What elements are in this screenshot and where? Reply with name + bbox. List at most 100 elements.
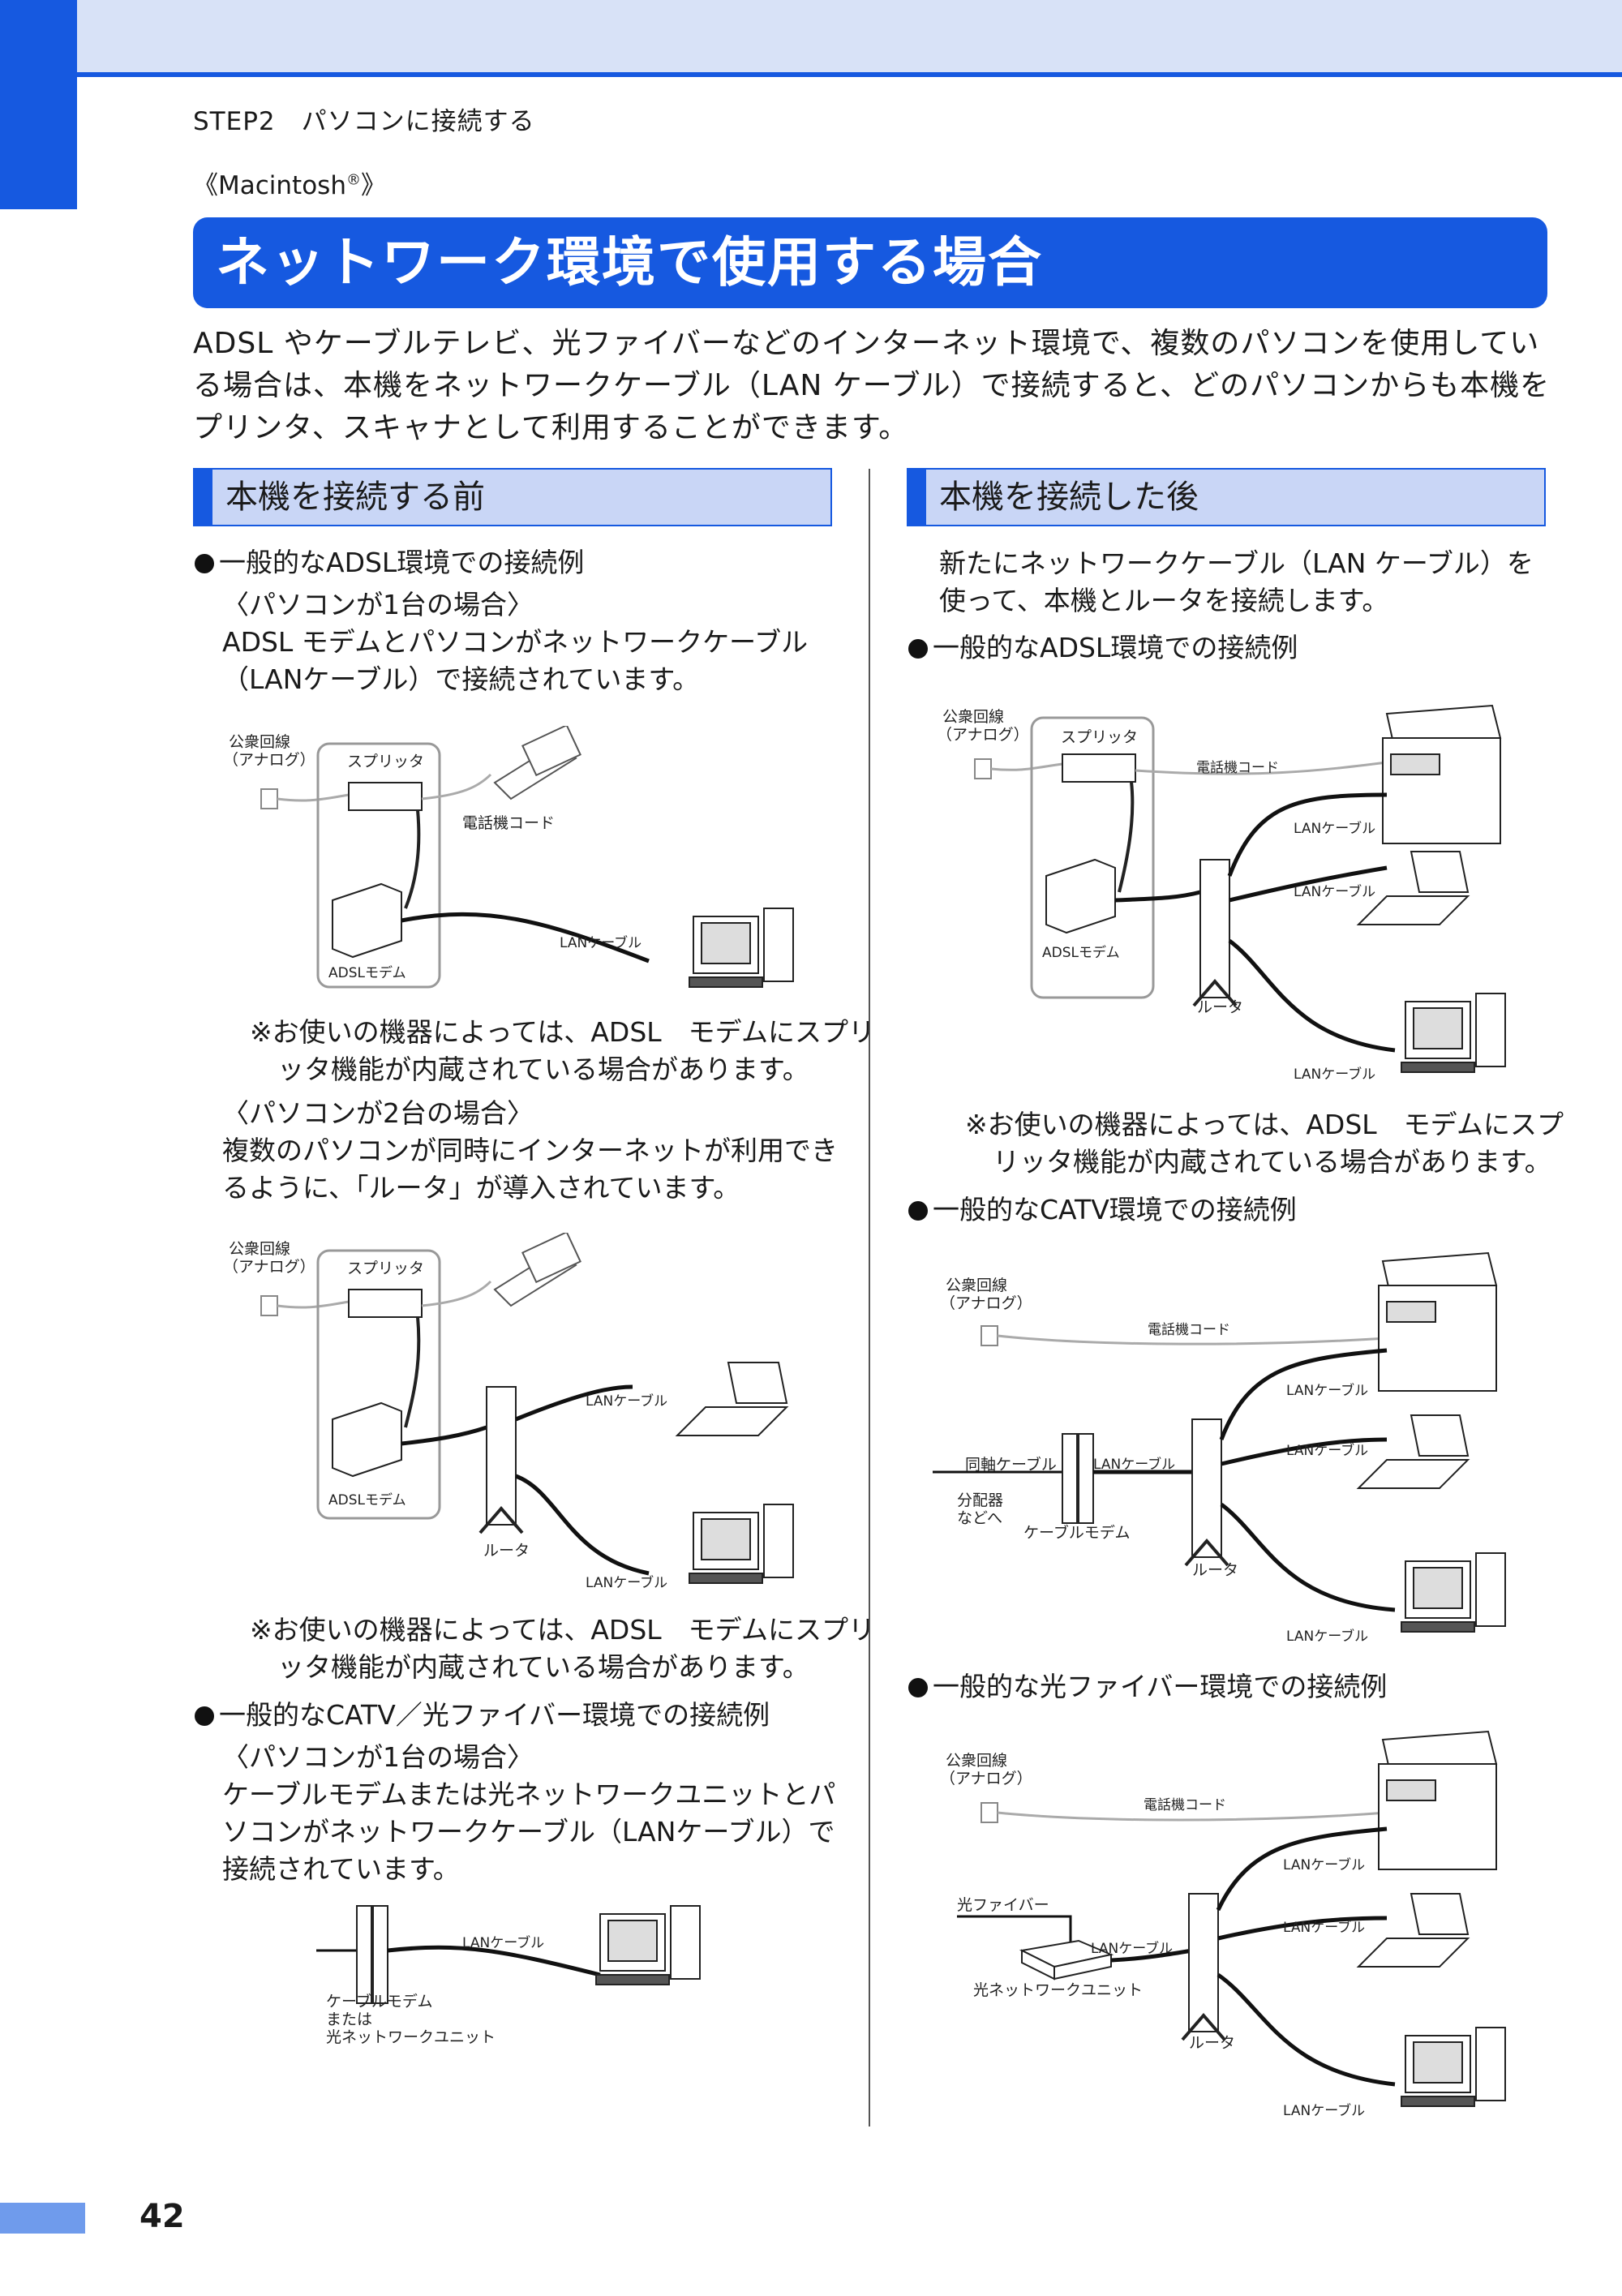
label-lan-cable: LANケーブル xyxy=(560,934,642,951)
bullet-icon xyxy=(195,1706,214,1726)
label-lan-cable: LANケーブル xyxy=(1093,1456,1175,1473)
bullet-heading: 一般的なADSL環境での接続例 xyxy=(908,630,1557,666)
diagram-adsl-one-pc: 公衆回線 （アナログ） スプリッタ 電話機コード ADSLモデム LANケーブル xyxy=(223,726,794,989)
splitter-icon xyxy=(348,782,423,811)
case-description: ADSL モデムとパソコンがネットワークケーブル（LANケーブル）で接続されてい… xyxy=(222,626,809,695)
label-public-line: 公衆回線 xyxy=(229,733,290,751)
section-description: 新たにネットワークケーブル（LAN ケーブル）を使って、本機とルータを接続します… xyxy=(939,547,1534,616)
diagram-catv-one-pc: LANケーブル ケーブルモデム または 光ネットワークユニット xyxy=(316,1905,701,2046)
note-splitter: ※お使いの機器によっては、ADSL モデムにスプリッタ機能が内蔵されている場合が… xyxy=(250,1614,876,1683)
label-and-others: などへ xyxy=(957,1509,1002,1527)
os-label: 《Macintosh®》 xyxy=(193,171,386,200)
telephone-icon xyxy=(493,726,581,800)
label-onu: 光ネットワークユニット xyxy=(973,1981,1143,1999)
desktop-pc-icon xyxy=(1401,1552,1506,1633)
label-cable-modem: ケーブルモデム xyxy=(326,1992,432,2011)
diagram-catv-after: 公衆回線 （アナログ） 電話機コード 同軸ケーブル 分配器 などへ ケーブルモデ… xyxy=(933,1251,1506,1645)
label-analog: （アナログ） xyxy=(940,1770,1032,1787)
label-lan-cable: LANケーブル xyxy=(1283,1856,1365,1873)
wall-jack-icon xyxy=(260,1295,278,1316)
top-band xyxy=(0,0,1622,75)
bullet-icon xyxy=(908,1201,928,1221)
label-analog: （アナログ） xyxy=(223,1258,315,1276)
cable-modem-icon xyxy=(356,1905,388,2004)
label-phone-cord: 電話機コード xyxy=(1148,1322,1230,1338)
mfc-printer-icon xyxy=(1378,1730,1498,1870)
adsl-modem-icon xyxy=(1045,858,1116,934)
label-coax: 同軸ケーブル xyxy=(965,1455,1057,1474)
label-lan-cable: LANケーブル xyxy=(1294,820,1375,837)
label-lan-cable: LANケーブル xyxy=(1283,2102,1365,2119)
label-public-line: 公衆回線 xyxy=(946,1277,1007,1294)
label-lan-cable: LANケーブル xyxy=(1286,1442,1368,1459)
label-router: ルータ xyxy=(1192,1561,1238,1579)
label-lan-cable: LANケーブル xyxy=(1091,1940,1173,1957)
cable-modem-icon xyxy=(1062,1433,1094,1524)
label-router: ルータ xyxy=(483,1542,530,1560)
label-lan-cable: LANケーブル xyxy=(1294,1066,1375,1083)
bullet-icon xyxy=(908,639,928,659)
wall-jack-icon xyxy=(980,1802,998,1823)
desktop-pc-icon xyxy=(1401,2027,1506,2107)
splitter-group-frame xyxy=(1030,716,1155,999)
label-onu: 光ネットワークユニット xyxy=(326,2028,496,2046)
splitter-group-frame xyxy=(316,1249,441,1520)
label-adsl-modem: ADSLモデム xyxy=(328,964,406,981)
intro-text: ADSL やケーブルテレビ、光ファイバーなどのインターネット環境で、複数のパソコ… xyxy=(193,327,1551,444)
label-analog: （アナログ） xyxy=(937,726,1029,744)
bullet-heading: 一般的なCATV／光ファイバー環境での接続例 xyxy=(195,1697,860,1733)
label-distributor: 分配器 xyxy=(957,1491,1003,1509)
bullet-heading: 一般的な光ファイバー環境での接続例 xyxy=(908,1669,1557,1705)
label-fiber: 光ファイバー xyxy=(957,1896,1049,1914)
router-icon xyxy=(1192,859,1238,1007)
bullet-heading: 一般的なCATV環境での接続例 xyxy=(908,1192,1557,1228)
label-splitter: スプリッタ xyxy=(347,753,424,770)
tab-marker xyxy=(0,0,77,209)
label-splitter: スプリッタ xyxy=(347,1260,424,1277)
label-lan-cable: LANケーブル xyxy=(1286,1382,1368,1399)
label-lan-cable: LANケーブル xyxy=(586,1574,667,1591)
case-description: ケーブルモデムまたは光ネットワークユニットとパソコンがネットワークケーブル（LA… xyxy=(222,1779,836,1885)
label-lan-cable: LANケーブル xyxy=(1283,1919,1365,1936)
bullet-icon xyxy=(195,554,214,573)
label-analog: （アナログ） xyxy=(940,1294,1032,1312)
router-icon xyxy=(1181,1893,1226,2041)
page-tab xyxy=(0,2203,85,2234)
section-heading-before: 本機を接続する前 xyxy=(193,468,832,526)
label-router: ルータ xyxy=(1189,2034,1235,2052)
label-public-line: 公衆回線 xyxy=(942,708,1004,726)
laptop-icon xyxy=(1356,851,1470,925)
page-number: 42 xyxy=(139,2198,185,2235)
note-splitter: ※お使いの機器によっては、ADSL モデムにスプリッタ機能が内蔵されている場合が… xyxy=(250,1016,876,1085)
wall-jack-icon xyxy=(260,788,278,809)
onu-icon xyxy=(1019,1939,1114,1981)
label-analog: （アナログ） xyxy=(223,751,315,769)
wall-jack-icon xyxy=(974,758,992,779)
page-title: ネットワーク環境で使用する場合 xyxy=(193,217,1547,308)
label-lan-cable: LANケーブル xyxy=(1294,883,1375,900)
desktop-pc-icon xyxy=(1401,993,1506,1073)
laptop-icon xyxy=(1356,1893,1470,1968)
running-header: STEP2 パソコンに接続する xyxy=(193,107,535,136)
note-splitter: ※お使いの機器によっては、ADSL モデムにスプリッタ機能が内蔵されている場合が… xyxy=(965,1109,1564,1178)
label-lan-cable: LANケーブル xyxy=(586,1393,667,1410)
column-divider xyxy=(869,469,870,2126)
desktop-pc-icon xyxy=(689,908,794,988)
desktop-pc-icon xyxy=(689,1504,794,1584)
splitter-icon xyxy=(348,1289,423,1318)
section-heading-after: 本機を接続した後 xyxy=(907,468,1546,526)
label-router: ルータ xyxy=(1197,998,1243,1016)
label-adsl-modem: ADSLモデム xyxy=(1042,944,1120,961)
router-icon xyxy=(1184,1418,1229,1567)
desktop-pc-icon xyxy=(595,1905,701,1985)
label-lan-cable: LANケーブル xyxy=(1286,1628,1368,1645)
top-rule xyxy=(0,72,1622,77)
label-phone-cord: 電話機コード xyxy=(462,814,555,832)
label-public-line: 公衆回線 xyxy=(229,1240,290,1258)
telephone-icon xyxy=(493,1233,581,1307)
splitter-group-frame xyxy=(316,742,441,989)
bullet-heading: 一般的なADSL環境での接続例 xyxy=(195,545,843,581)
label-phone-cord: 電話機コード xyxy=(1144,1797,1226,1813)
case-subheading: 〈パソコンが2台の場合〉 xyxy=(222,1097,534,1129)
mfc-printer-icon xyxy=(1382,704,1502,844)
